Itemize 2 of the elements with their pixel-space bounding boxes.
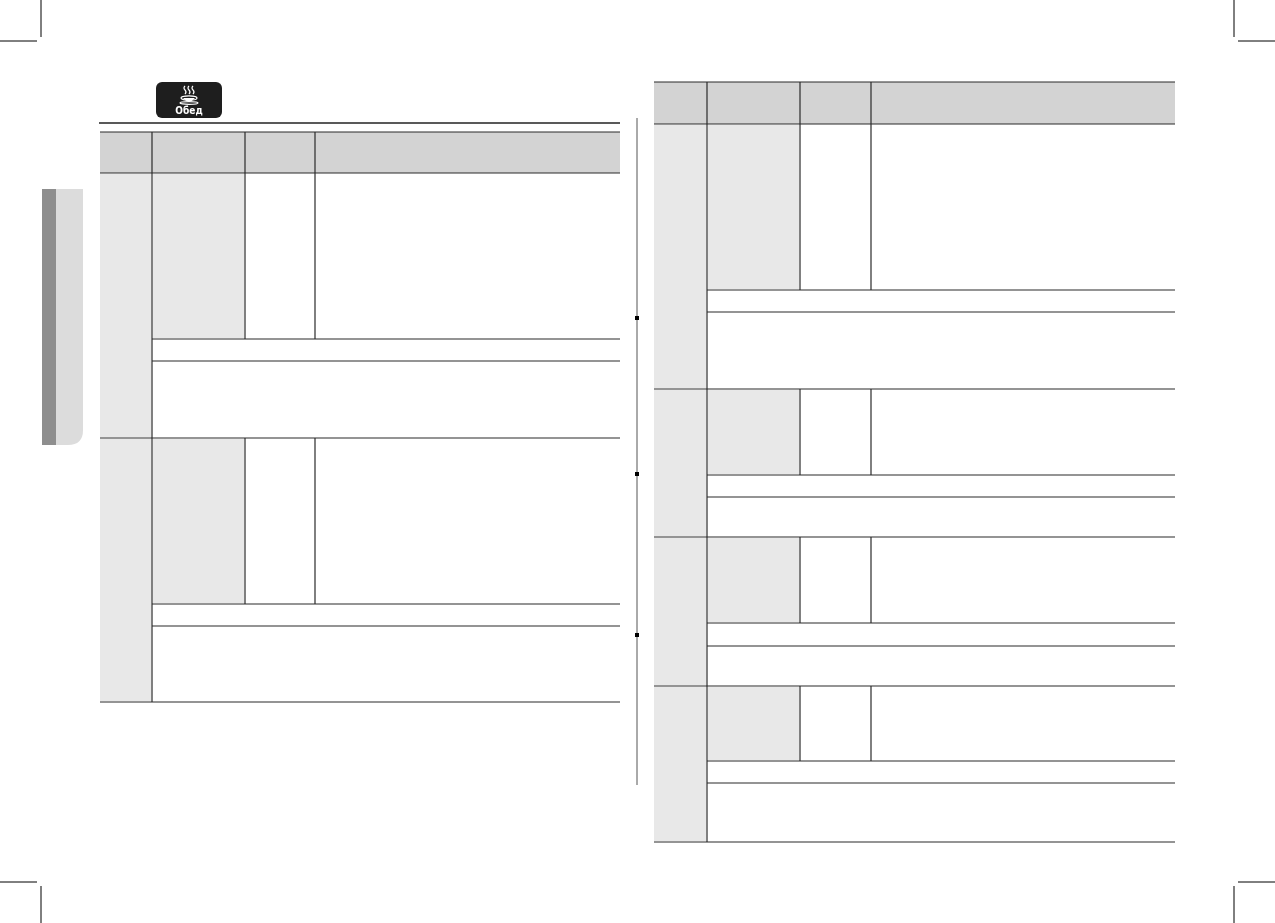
mode-badge: [156, 82, 222, 118]
badge-label: Обед: [175, 105, 203, 116]
